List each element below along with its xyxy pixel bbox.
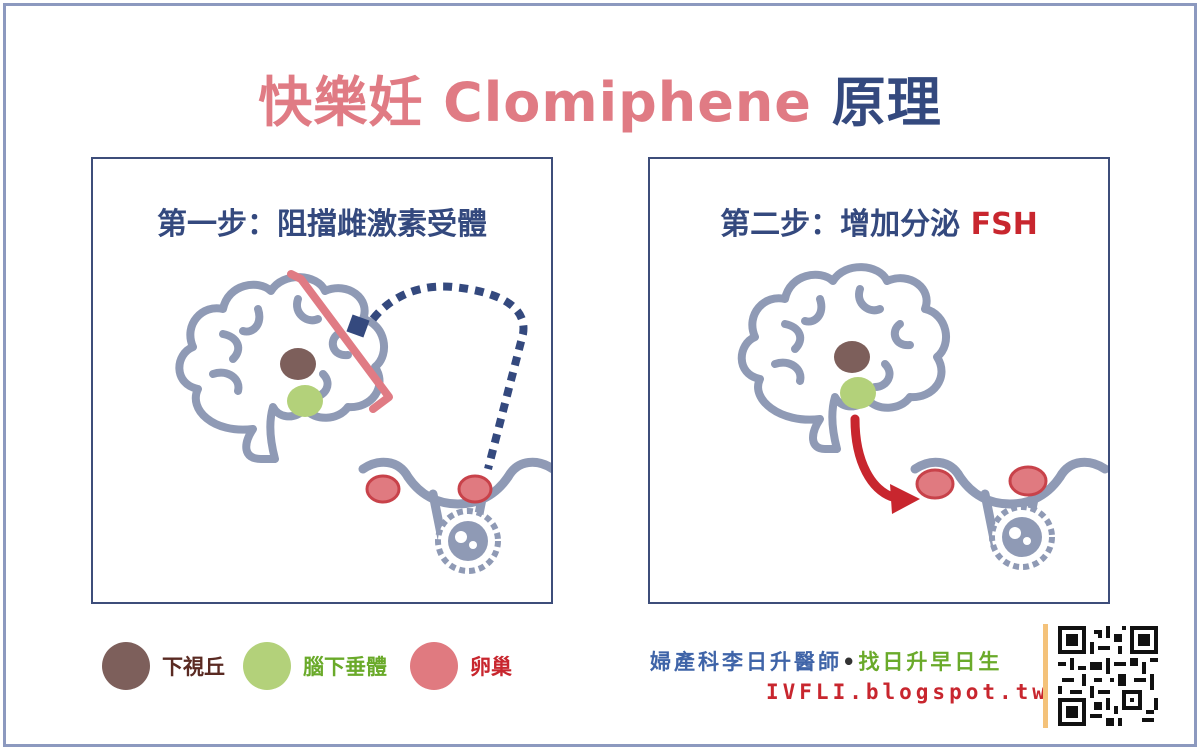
panel-step-two-title-fsh: FSH	[970, 207, 1038, 242]
legend-ovary: 卵巢	[410, 642, 512, 690]
page-title: 快樂妊 Clomiphene 原理	[0, 58, 1200, 137]
follicle-icon	[989, 504, 1055, 570]
legend-hypothalamus-dot	[102, 642, 150, 690]
panel-step-one-title: 第一步：阻擋雌激素受體	[157, 207, 487, 242]
credit-separator: •	[842, 650, 859, 674]
estrogen-feedback-path	[369, 282, 528, 471]
step-one-illustration	[175, 270, 551, 574]
hypothalamus-dot	[834, 341, 870, 373]
legend-hypothalamus: 下視丘	[102, 642, 225, 690]
pituitary-dot	[840, 377, 876, 409]
accent-bar	[1043, 624, 1048, 728]
qr-code[interactable]	[1058, 626, 1158, 726]
panel-step-two: 第二步：增加分泌 FSH	[648, 157, 1110, 604]
ovary-left	[915, 468, 955, 500]
ovary-left	[365, 474, 401, 504]
credit-slogan: 找日升早日生	[858, 650, 1003, 674]
ovary-right	[457, 474, 493, 504]
receptor-square	[346, 314, 370, 338]
legend-pituitary-dot	[243, 642, 291, 690]
legend-ovary-label: 卵巢	[470, 655, 512, 679]
follicle-icon	[435, 508, 501, 574]
legend-ovary-dot	[410, 642, 458, 690]
panel-step-one: 第一步：阻擋雌激素受體	[91, 157, 553, 604]
credit-doctor: 婦產科李日升醫師	[650, 650, 842, 674]
legend-pituitary: 腦下垂體	[243, 642, 387, 690]
title-suffix: 原理	[831, 71, 942, 134]
panel-step-two-title-main: 第二步：增加分泌	[720, 207, 961, 242]
legend-pituitary-label: 腦下垂體	[303, 655, 387, 679]
pituitary-dot	[287, 385, 323, 417]
fsh-arrow-head	[890, 484, 920, 514]
credit-line-1: 婦產科李日升醫師•找日升早日生	[650, 646, 1002, 676]
receptor-blocker-icon	[287, 270, 393, 413]
title-main: 快樂妊 Clomiphene	[258, 71, 812, 134]
credit-url[interactable]: IVFLI.blogspot.tw	[766, 680, 1049, 704]
panel-step-two-title: 第二步：增加分泌 FSH	[650, 199, 1108, 243]
legend-hypothalamus-label: 下視丘	[162, 655, 225, 679]
ovary-right	[1008, 465, 1048, 497]
hypothalamus-dot	[280, 348, 316, 380]
step-two-illustration	[737, 263, 1108, 570]
